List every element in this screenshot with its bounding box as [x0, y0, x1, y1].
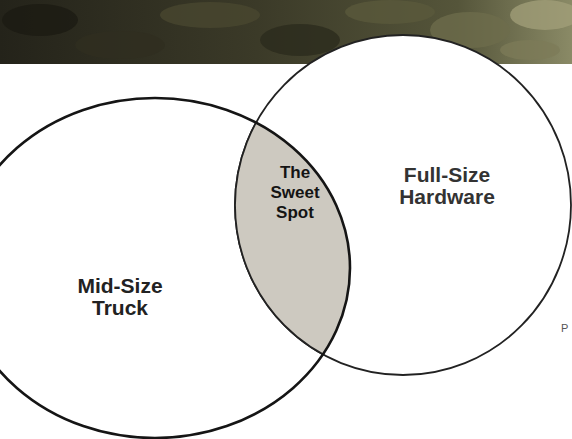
foliage-blob [260, 24, 340, 56]
venn-circle [235, 35, 571, 375]
foliage-blob [345, 0, 435, 24]
photo-background [0, 0, 572, 64]
foliage-blob [510, 0, 572, 30]
foliage-blob [500, 40, 560, 60]
overlap-region-outline [232, 92, 356, 382]
overlap-edge [235, 35, 571, 375]
foliage-blob [2, 4, 78, 36]
overlap-fill [235, 35, 571, 375]
venn-circle [0, 98, 350, 438]
overlap-region: The Sweet Spot [232, 92, 356, 382]
circle-label: Full-Size Hardware [391, 164, 503, 208]
cut-off-credit: P [561, 322, 568, 334]
foliage-blob [160, 2, 260, 28]
circle-ground [235, 35, 571, 375]
venn-circle-outline [0, 98, 350, 438]
overlap-label: The Sweet Spot [264, 163, 326, 223]
foliage-blob [75, 31, 165, 59]
venn-circle: Mid-Size Truck [0, 98, 350, 438]
foliage-texture [2, 0, 572, 60]
circle-label: Mid-Size Truck [68, 275, 172, 319]
